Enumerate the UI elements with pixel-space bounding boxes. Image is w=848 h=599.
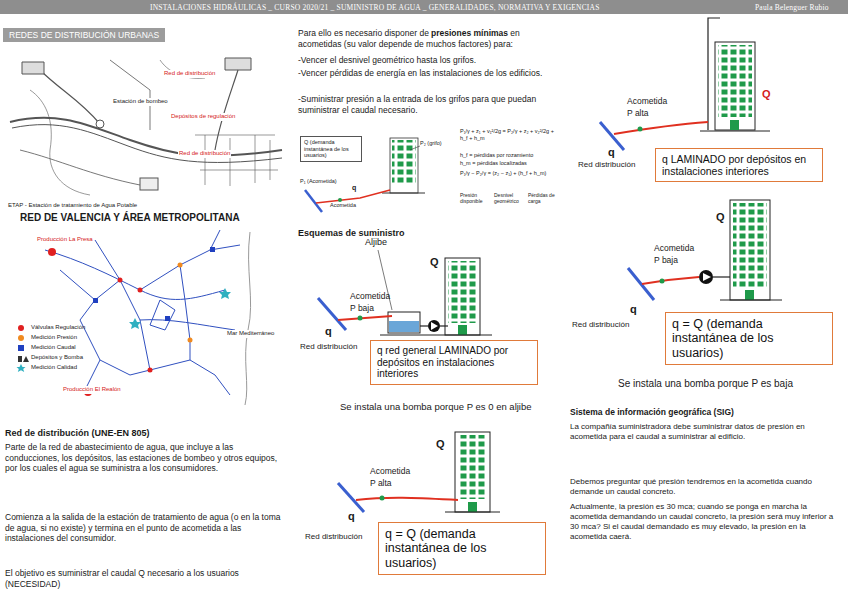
label: Debemos preguntar qué presión tendremos … <box>570 477 840 497</box>
header-bar <box>0 0 848 14</box>
label: Red distribución <box>300 342 357 352</box>
legend-swatch <box>18 325 24 331</box>
label: Q <box>430 256 439 270</box>
label: P₁ (Acometida) <box>300 178 337 185</box>
label: El objetivo es suministrar el caudal Q n… <box>5 568 285 589</box>
scheme-box: q = Q (demanda instantánea de los usuari… <box>378 522 546 575</box>
scheme-box: q = Q (demanda instantánea de los usuari… <box>665 312 833 365</box>
legend-text: Válvulas Regulación <box>31 324 85 332</box>
label: Actualmente, la presión es 30 mca; cuand… <box>570 502 840 542</box>
label: q <box>348 510 355 524</box>
label: Presión disponible <box>460 192 492 205</box>
text-run: presiones mínimas <box>431 28 508 38</box>
header-title: INSTALACIONES HIDRÁULICAS _ CURSO 2020/2… <box>150 3 600 12</box>
scheme-cistern <box>318 250 492 335</box>
box-text: q red general LAMINADO por depósitos en … <box>377 345 531 380</box>
label: Depósitos de regulación <box>170 113 236 121</box>
label: Acometida <box>370 466 410 477</box>
label: -Vencer el desnivel geométrico hasta los… <box>298 55 560 66</box>
legend-text: Depósitos y Bomba <box>31 354 83 362</box>
box-text: q = Q (demanda instantánea de los usuari… <box>385 527 539 570</box>
label: Q <box>436 438 445 452</box>
legend-text: Medición Presión <box>31 334 77 342</box>
label: Mar Mediterráneo <box>226 330 275 338</box>
label: h_m = pérdidas localizadas <box>460 160 558 167</box>
label: Se instala una bomba porque P es baja <box>618 378 793 391</box>
label: P baja <box>654 255 678 266</box>
legend-text: Medición Caudal <box>31 344 76 352</box>
label: Q <box>716 211 725 225</box>
label: Sistema de información geográfica (SIG) <box>570 407 734 418</box>
label: Acometida <box>654 243 694 254</box>
scheme-box: q LAMINADO por depósitos en instalacione… <box>655 148 823 182</box>
label: q <box>608 146 615 160</box>
legend-swatch <box>18 345 24 351</box>
label: La compañía suministradora debe suminist… <box>570 422 840 442</box>
label: Se instala una bomba porque P es 0 en al… <box>340 401 532 413</box>
label: Acometida <box>350 291 390 302</box>
label: P alta <box>627 108 649 119</box>
label: P alta <box>370 478 392 489</box>
label: Acometida <box>330 202 356 209</box>
label: Red de distribución (UNE-EN 805) <box>5 428 150 439</box>
scheme-box: q red general LAMINADO por depósitos en … <box>370 340 538 385</box>
label: Red distribución <box>572 320 629 330</box>
box-text: Q (demanda instantánea de los usuarios) <box>304 139 358 159</box>
label: Q <box>762 88 771 102</box>
legend-text: Medición Calidad <box>31 364 77 372</box>
intro-paragraph: Para ello es necesario disponer depresio… <box>298 28 560 49</box>
label: Esquemas de suministro <box>298 228 405 239</box>
label: P₂ (grifo) <box>420 140 442 147</box>
label: Red de distribución <box>178 150 231 158</box>
pressure-sketch <box>305 138 425 212</box>
label: Acometida <box>627 96 667 107</box>
label: P baja <box>350 303 374 314</box>
section-tag: REDES DE DISTRIBUCIÓN URBANAS <box>3 28 165 42</box>
label: Producción El Realón <box>62 386 122 394</box>
label: q <box>630 303 637 317</box>
label: q <box>352 184 356 193</box>
label: h_f = pérdidas por rozamiento <box>460 152 558 159</box>
label: Aljibe <box>365 237 387 248</box>
label: Pérdidas de carga <box>528 192 558 205</box>
label: Red distribución <box>578 160 635 170</box>
label: Red distribución <box>305 532 362 542</box>
label: RED DE VALENCIA Y ÁREA METROPOLITANA <box>20 212 240 225</box>
label: Producción La Presa <box>36 236 94 244</box>
city-map <box>17 230 251 405</box>
text-run: Para ello es necesario disponer de <box>298 28 429 38</box>
label: Estación de bombeo <box>112 98 169 106</box>
label: Paula Belenguer Rubio <box>755 3 829 12</box>
network-sketch <box>10 58 282 195</box>
note-box: Q (demanda instantánea de los usuarios) <box>300 136 362 162</box>
label: Comienza a la salida de la estación de t… <box>5 512 285 544</box>
label: P₁/γ + z₁ + v₁²/2g = P₂/γ + z₂ + v₂²/2g … <box>460 128 558 142</box>
legend-swatch <box>18 335 24 341</box>
label: P₁/γ − P₂/γ = (z₂ − z₁) + (h_f + h_m) <box>460 170 558 177</box>
label: ETAP - Estación de tratamiento de Agua P… <box>8 202 137 210</box>
label: -Suministrar presión a la entrada de los… <box>298 94 560 115</box>
label: Parte de la red de abastecimiento de agu… <box>5 442 285 474</box>
label: Red de distribución <box>163 70 216 78</box>
scheme-pump <box>628 200 782 300</box>
box-text: q = Q (demanda instantánea de los usuari… <box>672 317 826 360</box>
scheme-direct <box>338 432 500 512</box>
label: Desnivel geométrico <box>494 192 526 205</box>
scheme-tank <box>600 18 770 150</box>
box-text: q LAMINADO por depósitos en instalacione… <box>662 153 816 177</box>
box-text: REDES DE DISTRIBUCIÓN URBANAS <box>9 30 159 40</box>
label: -Vencer pérdidas de energía en las insta… <box>298 68 560 79</box>
label: q <box>325 325 332 339</box>
